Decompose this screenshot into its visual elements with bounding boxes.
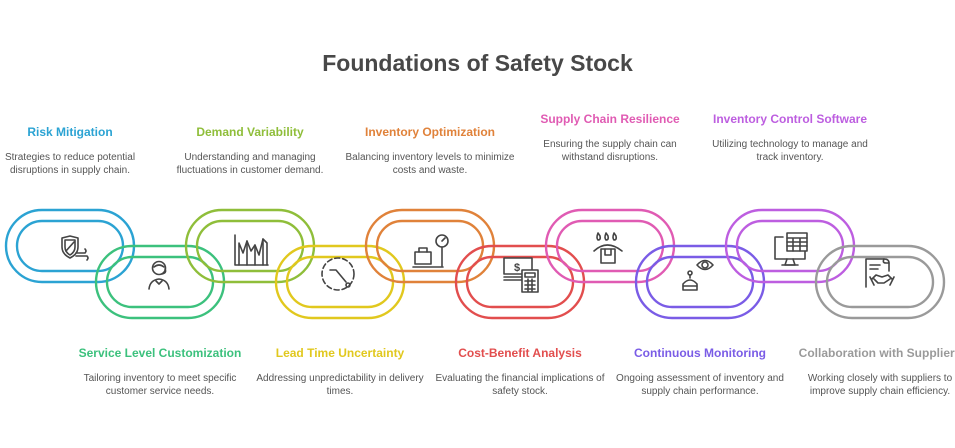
box-umbrella-rain-icon bbox=[593, 232, 623, 264]
concept-heading: Inventory Optimization bbox=[364, 125, 495, 139]
fluctuating-chart-icon bbox=[234, 234, 269, 266]
shield-wind-icon bbox=[61, 235, 89, 261]
concept-heading: Risk Mitigation bbox=[27, 125, 113, 139]
svg-text:$: $ bbox=[514, 262, 520, 274]
concept-description: Balancing inventory levels to minimize c… bbox=[345, 152, 515, 176]
chain-link bbox=[634, 244, 766, 320]
concept-description: Ensuring the supply chain can withstand … bbox=[543, 139, 677, 163]
concept-heading: Inventory Control Software bbox=[712, 112, 867, 126]
concept-description: Ongoing assessment of inventory and supp… bbox=[616, 373, 784, 397]
concept-description: Working closely with suppliers to improv… bbox=[807, 373, 953, 397]
concept-description: Addressing unpredictability in delivery … bbox=[256, 373, 424, 397]
chain-link bbox=[274, 244, 406, 320]
chain-link-inner bbox=[645, 255, 755, 309]
chain-link-inner bbox=[285, 255, 395, 309]
diagram-title: Foundations of Safety Stock bbox=[322, 50, 633, 76]
concept-heading: Demand Variability bbox=[196, 125, 304, 139]
luggage-scale-icon bbox=[412, 234, 449, 268]
chain-link-outer bbox=[814, 244, 946, 320]
concept-description: Understanding and managing fluctuations … bbox=[176, 152, 324, 176]
concept-heading: Lead Time Uncertainty bbox=[275, 346, 405, 360]
chain-link-inner bbox=[825, 255, 935, 309]
concept-description: Utilizing technology to manage and track… bbox=[712, 139, 868, 163]
customer-service-agent-icon bbox=[148, 260, 170, 290]
concept-heading: Service Level Customization bbox=[78, 346, 242, 360]
money-calculator-icon: $ bbox=[503, 257, 539, 293]
computer-spreadsheet-icon bbox=[774, 232, 808, 266]
concept-description: Tailoring inventory to meet specific cus… bbox=[83, 373, 237, 397]
contract-handshake-icon bbox=[865, 258, 895, 288]
concept-heading: Continuous Monitoring bbox=[634, 346, 766, 360]
concept-heading: Cost-Benefit Analysis bbox=[458, 346, 582, 360]
chain-link bbox=[814, 244, 946, 320]
concept-heading: Supply Chain Resilience bbox=[540, 112, 680, 126]
robot-eye-icon bbox=[682, 259, 714, 291]
concept-description: Strategies to reduce potential disruptio… bbox=[4, 152, 136, 176]
concept-description: Evaluating the financial implications of… bbox=[435, 373, 605, 397]
chain-link bbox=[364, 208, 496, 284]
concept-heading: Collaboration with Suppliers bbox=[798, 346, 955, 360]
chain-link-inner bbox=[195, 219, 305, 273]
dashed-clock-icon bbox=[321, 257, 355, 291]
chain-link bbox=[184, 208, 316, 284]
chain-link bbox=[454, 244, 586, 320]
